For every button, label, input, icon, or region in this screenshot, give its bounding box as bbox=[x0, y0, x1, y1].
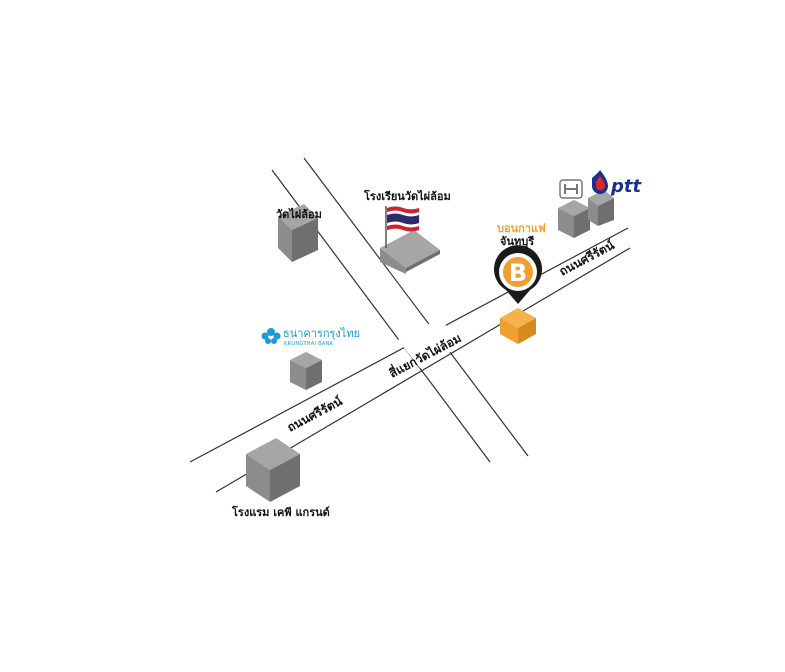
building-wat-phai-lom bbox=[278, 204, 318, 262]
intersection-area bbox=[398, 318, 462, 368]
road-label-srirat-left: ถนนศรีรัตน์ bbox=[285, 394, 345, 435]
label-wat-phai-lom: วัดไผ่ล้อม bbox=[276, 207, 322, 221]
building-krungthai-bank bbox=[290, 352, 322, 390]
destination-building bbox=[500, 308, 536, 344]
krungthai-bank-logo-icon bbox=[261, 328, 281, 344]
honda-logo-icon bbox=[559, 179, 583, 199]
label-school: โรงเรียนวัดไผ่ล้อม bbox=[363, 189, 451, 203]
destination-name-line2: จันทบุรี bbox=[500, 235, 534, 249]
destination-pin-icon[interactable]: B bbox=[493, 245, 542, 304]
label-hotel: โรงแรม เคพี แกรนด์ bbox=[231, 505, 330, 519]
building-ptt bbox=[558, 190, 614, 238]
bank-name-thai: ธนาคารกรุงไทย bbox=[283, 327, 360, 340]
road-cross-edge-right bbox=[303, 157, 529, 457]
thai-flag-icon bbox=[385, 206, 420, 248]
ptt-text: ptt bbox=[610, 176, 642, 197]
road-label-srirat-right: ถนนศรีรัตน์ bbox=[557, 238, 617, 279]
ptt-logo-icon: ptt bbox=[592, 170, 642, 197]
brand-logo-letter: B bbox=[509, 259, 527, 287]
building-school bbox=[380, 230, 440, 274]
bank-name-en: KRUNGTHAI BANK bbox=[284, 341, 334, 347]
destination-name-line1: บอนกาแฟ bbox=[497, 222, 546, 235]
building-hotel bbox=[246, 438, 300, 502]
